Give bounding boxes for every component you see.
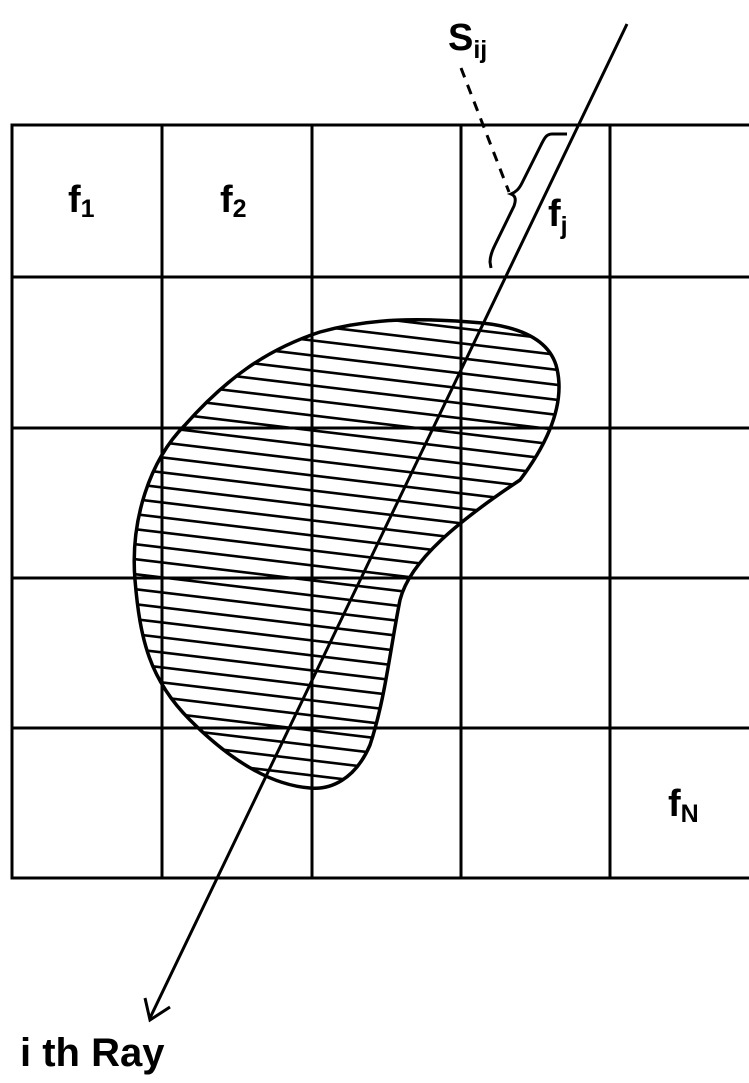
hatch-line xyxy=(134,733,559,789)
hatch-line xyxy=(134,418,559,482)
hatch-line xyxy=(134,478,559,542)
segment-brace xyxy=(488,132,567,269)
object-outline xyxy=(132,317,561,790)
hatch-line xyxy=(134,643,559,707)
hatch-line xyxy=(134,748,559,789)
hatch-line xyxy=(134,613,559,677)
pixel-grid xyxy=(10,123,749,880)
hatch-line xyxy=(134,493,559,557)
hatch-line xyxy=(134,343,559,407)
label-f1: f1 xyxy=(68,179,95,223)
hatch-line xyxy=(134,688,559,752)
hatch-line xyxy=(134,319,559,362)
label-sij: Sij xyxy=(448,17,487,64)
hatch-line xyxy=(134,778,559,789)
hatch-line xyxy=(134,358,559,422)
hatch-line xyxy=(134,319,559,332)
hatch-line xyxy=(134,553,559,617)
label-fj: fj xyxy=(548,193,568,240)
ray-arrowhead xyxy=(143,997,171,1023)
label-f2: f2 xyxy=(220,179,247,223)
object-blob xyxy=(132,317,561,790)
label-ray: i th Ray xyxy=(20,1031,165,1075)
hatch-line xyxy=(134,319,559,347)
ray-line xyxy=(148,23,629,1019)
hatch-line xyxy=(134,388,559,452)
hatch-line xyxy=(134,523,559,587)
label-fN: fN xyxy=(668,783,699,828)
hatch-line xyxy=(134,583,559,647)
hatch-line xyxy=(134,373,559,437)
hatch-line xyxy=(134,703,559,767)
hatch-line xyxy=(134,433,559,497)
hatch-line xyxy=(134,328,559,392)
segment-leader-dashed xyxy=(459,67,511,193)
hatch-line xyxy=(134,658,559,722)
hatch-line xyxy=(134,538,559,602)
hatch-line xyxy=(134,628,559,692)
grid-border xyxy=(10,123,749,880)
hatch-line xyxy=(134,508,559,572)
hatch-line xyxy=(134,448,559,512)
hatch-line xyxy=(134,598,559,662)
